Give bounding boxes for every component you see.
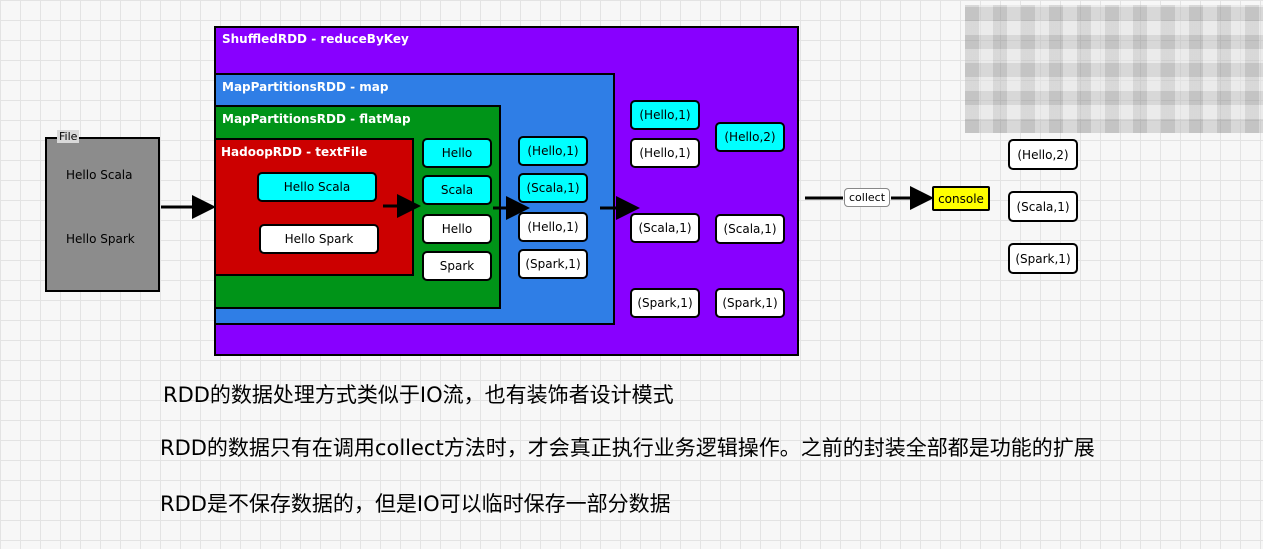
output-item: (Spark,1) [1008,243,1078,274]
grouped-item: (Scala,1) [630,213,700,243]
pair-item: (Scala,1) [518,173,588,203]
file-box: File Hello Scala Hello Spark [45,130,160,292]
hadoop-line: Hello Spark [259,224,379,254]
note-no-storage: RDD是不保存数据的，但是IO可以临时保存一部分数据 [160,492,671,516]
shuffled-rdd-title: ShuffledRDD - reduceByKey [222,32,409,46]
map-rdd-title: MapPartitionsRDD - map [222,80,389,94]
grouped-item: (Hello,1) [630,100,700,130]
reduced-item: (Spark,1) [715,288,785,318]
redacted-region [965,5,1263,133]
hadoop-line: Hello Scala [257,172,377,202]
word-item: Hello [422,138,492,168]
collect-label: collect [844,188,890,207]
word-item: Scala [422,175,492,205]
reduced-item: (Scala,1) [715,214,785,244]
pair-item: (Hello,1) [518,136,588,166]
note-decorator-pattern: RDD的数据处理方式类似于IO流，也有装饰者设计模式 [163,383,674,407]
pair-item: (Spark,1) [518,249,588,279]
reduced-item: (Hello,2) [715,122,785,152]
output-item: (Hello,2) [1008,139,1078,170]
file-line: Hello Scala [66,168,133,182]
file-label: File [57,130,80,143]
file-line: Hello Spark [66,232,135,246]
word-item: Hello [422,214,492,244]
grouped-item: (Hello,1) [630,138,700,168]
output-item: (Scala,1) [1008,191,1078,222]
hadoop-rdd-title: HadoopRDD - textFile [221,145,368,159]
console-box: console [932,186,990,211]
flatmap-rdd-title: MapPartitionsRDD - flatMap [222,112,411,126]
word-item: Spark [422,251,492,281]
note-collect-execution: RDD的数据只有在调用collect方法时，才会真正执行业务逻辑操作。之前的封装… [160,436,1095,460]
pair-item: (Hello,1) [518,212,588,242]
grouped-item: (Spark,1) [630,288,700,318]
